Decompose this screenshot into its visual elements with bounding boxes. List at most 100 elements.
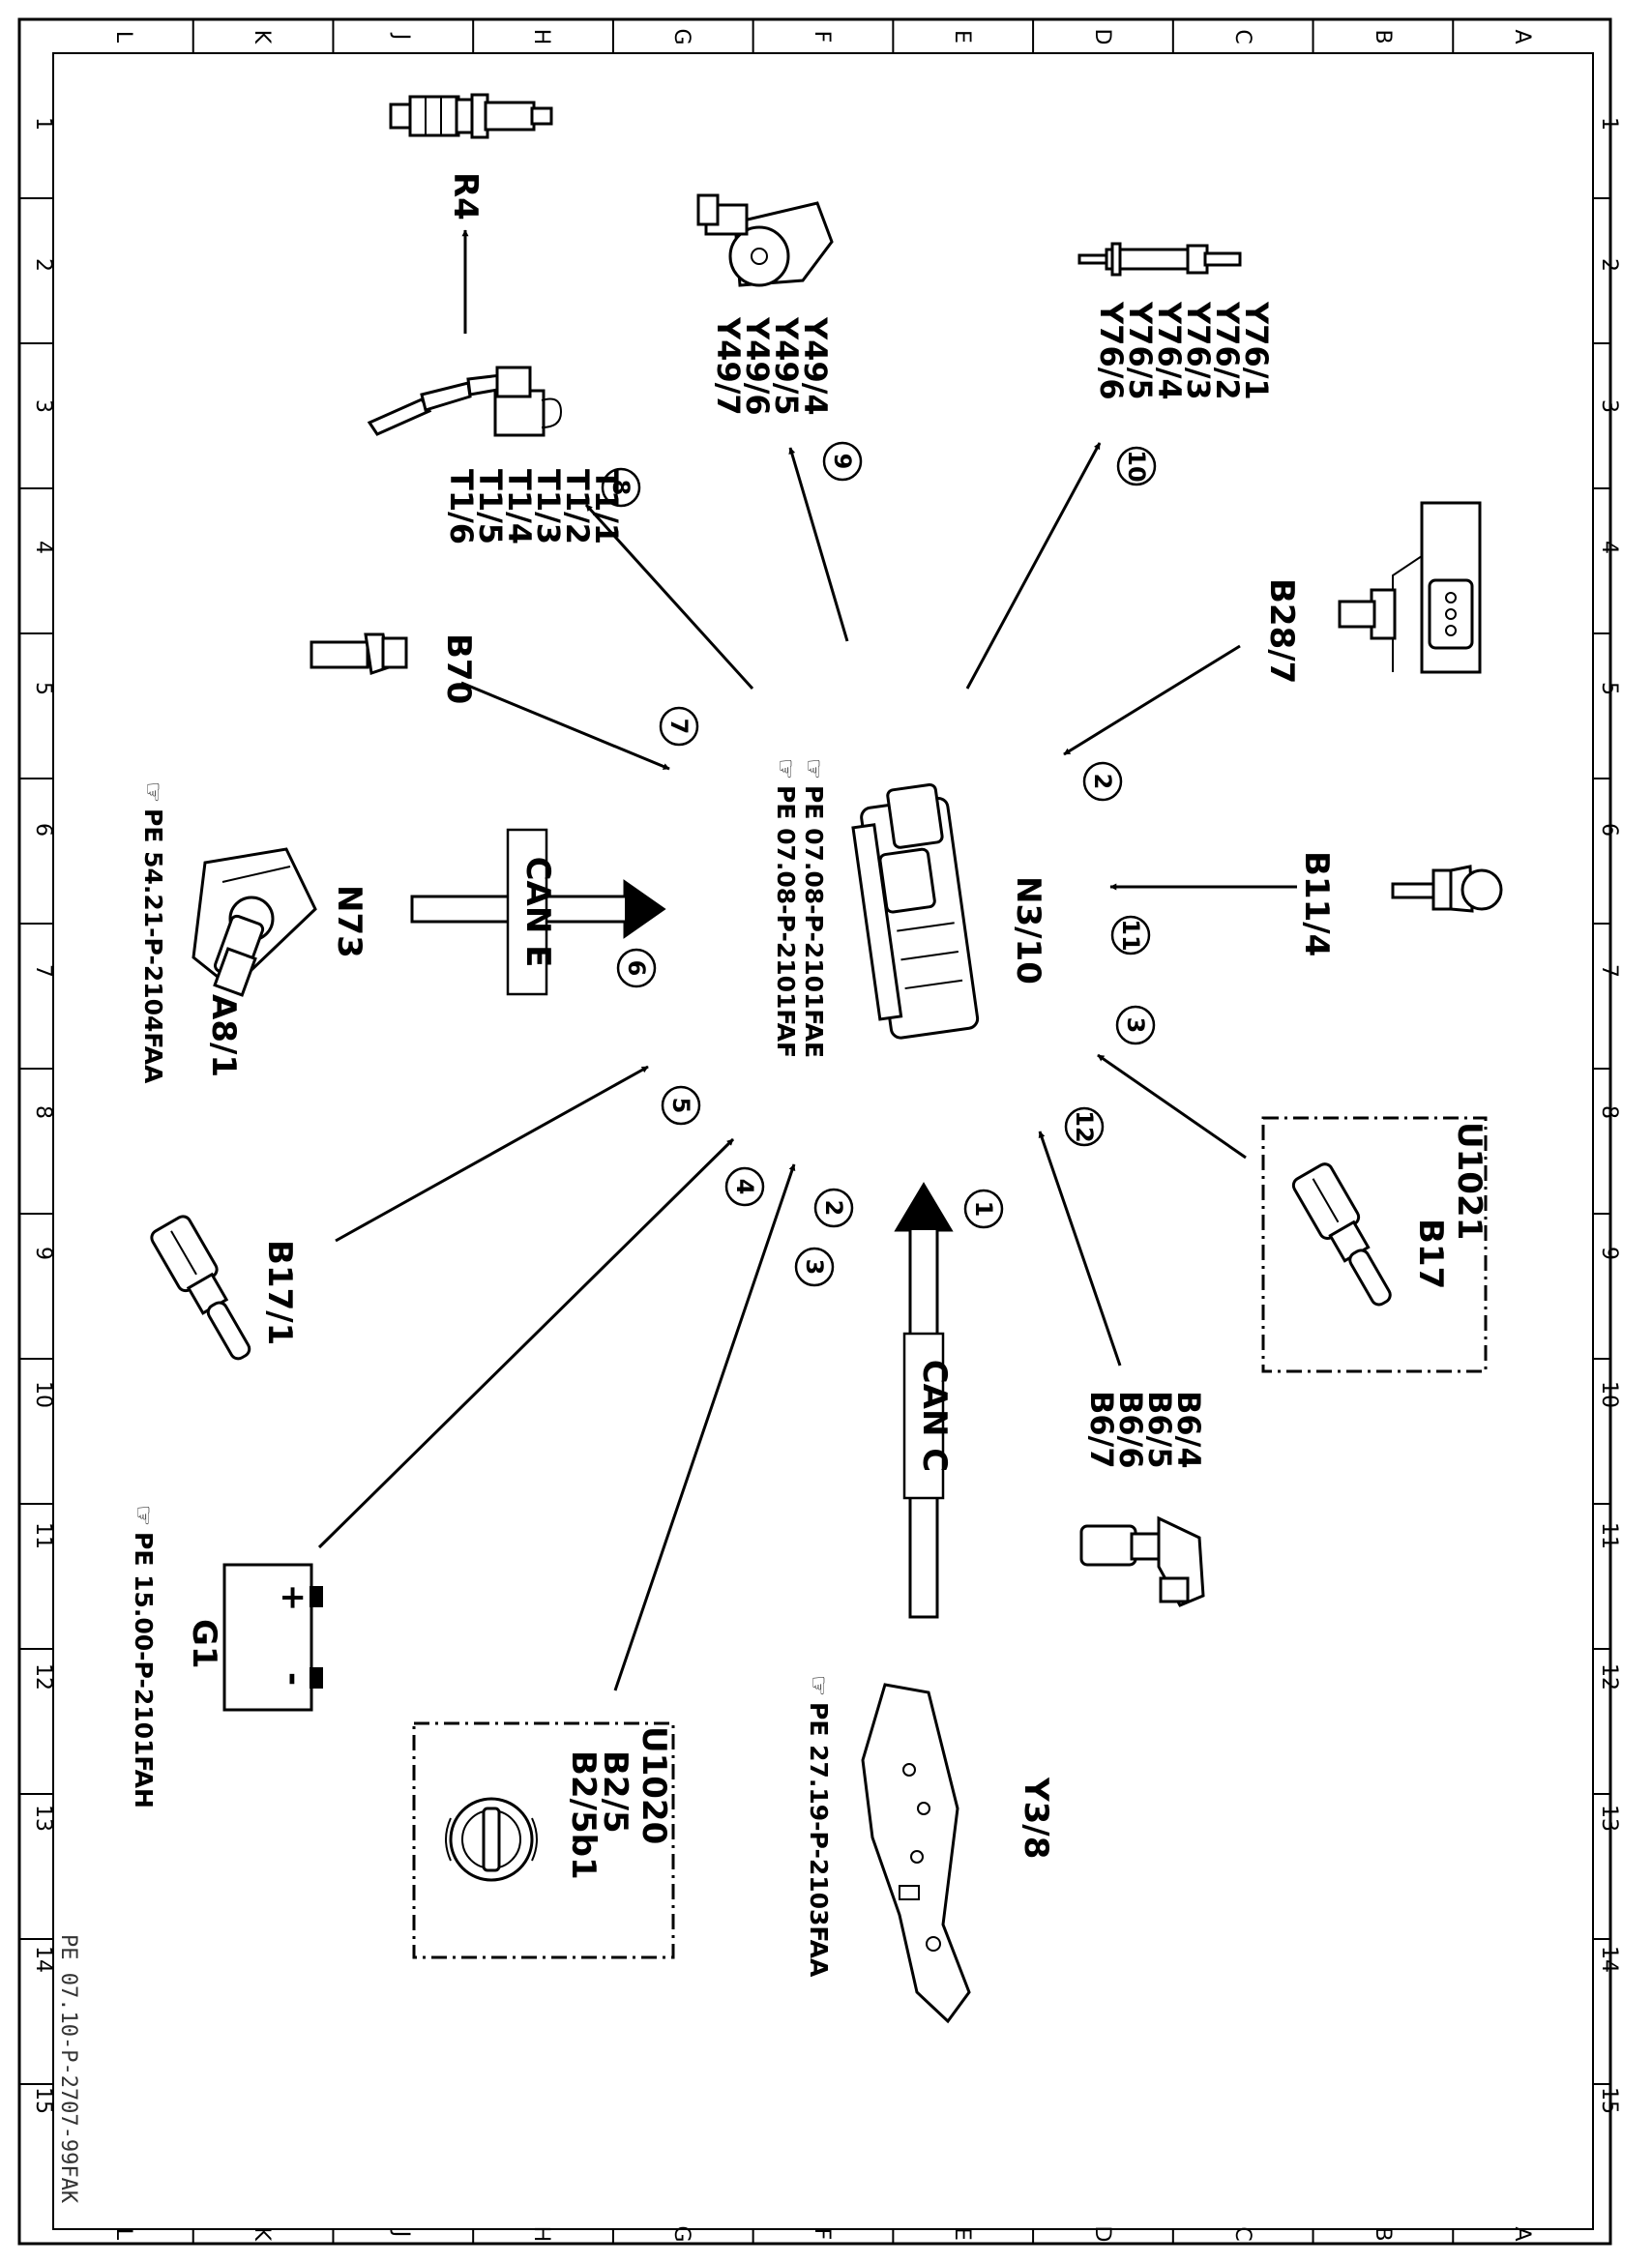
grid-letter: D [1090, 29, 1114, 45]
n73-label: N73 [330, 885, 369, 958]
arrow-b6 [1038, 1131, 1122, 1367]
y76-label-3: Y76/3 [1180, 301, 1217, 400]
grid-number: 7 [31, 964, 55, 978]
grid-letter: J [389, 2229, 413, 2238]
component-b28-7: B28/7 [1262, 501, 1482, 684]
grid-letter: B [1371, 29, 1395, 44]
svg-text:9: 9 [829, 454, 856, 470]
callout-12: 12 [1064, 1106, 1105, 1147]
u1021-label: U1021 [1450, 1122, 1489, 1240]
grid-number: 10 [1597, 1381, 1621, 1408]
y76-label-5: Y76/5 [1122, 301, 1159, 400]
drawing-frame: L K J H G F E D C B A L K J H G F E D C … [17, 17, 1621, 2246]
component-b11-4: B11/4 [1297, 851, 1503, 956]
r4-label: R4 [446, 172, 485, 220]
arrow-b17-1 [335, 1065, 649, 1243]
grid-number: 12 [31, 1663, 55, 1690]
callouts: 1 2 3 4 5 6 7 8 9 10 11 12 2 3 [601, 441, 1157, 1287]
grid-letter: E [950, 30, 974, 44]
grid-number: 3 [31, 399, 55, 413]
svg-text:2: 2 [820, 1200, 847, 1217]
y49-label-3: Y49/6 [739, 316, 776, 416]
injector-icon [1077, 242, 1242, 277]
grid-letter: J [389, 32, 413, 41]
grid-letter: H [529, 29, 553, 45]
g1-ref: ☞ PE 15.00-P-2101FAH [130, 1505, 158, 1808]
svg-text:8: 8 [607, 480, 634, 496]
grid-number: 8 [1597, 1105, 1621, 1119]
hall-sensor-icon [1079, 1515, 1205, 1607]
y76-label-4: Y76/4 [1151, 301, 1188, 400]
ignition-switch-icon [192, 847, 317, 997]
b6-label-1: B6/4 [1170, 1391, 1207, 1469]
grid-letter: H [529, 2226, 553, 2243]
grid-number: 9 [31, 1247, 55, 1260]
component-n73: N73 A8/1 ☞ PE 54.21-P-2104FAA [139, 781, 369, 1084]
grid-letter: G [669, 28, 693, 44]
arrow-g1 [317, 1137, 735, 1549]
t1-label-5: T1/5 [472, 469, 509, 544]
grid-letters-bottom: L K J H G F E D C B A [111, 2225, 1534, 2242]
callout-11: 11 [1110, 915, 1151, 955]
grid-number: 13 [31, 1805, 55, 1832]
y76-label-6: Y76/6 [1093, 301, 1130, 400]
grid-number: 4 [1597, 541, 1621, 554]
callout-3b: 3 [794, 1247, 835, 1287]
y3-ref: ☞ PE 27.19-P-2103FAA [805, 1675, 833, 1978]
callout-1: 1 [963, 1189, 1004, 1229]
ecu-drawing [851, 782, 980, 1040]
component-t1: T1/1 T1/2 T1/3 T1/4 T1/5 T1/6 [367, 366, 625, 544]
component-u1021: U1021 B17 [1261, 1116, 1489, 1373]
b17-1-label: B17/1 [260, 1240, 299, 1345]
grid-number: 11 [1597, 1522, 1621, 1549]
can-c-label: CAN C [915, 1360, 954, 1473]
grid-number: 13 [1597, 1805, 1621, 1832]
temperature-sensor-icon [1391, 865, 1503, 913]
arrow-u1021 [1097, 1053, 1247, 1160]
component-b6: B6/4 B6/5 B6/6 B6/7 [1079, 1391, 1207, 1607]
component-y49: Y49/4 Y49/5 Y49/6 Y49/7 [696, 193, 834, 416]
b6-label-2: B6/5 [1141, 1391, 1178, 1469]
callout-10: 10 [1116, 446, 1157, 486]
svg-text:12: 12 [1071, 1110, 1098, 1142]
can-c-bus: CAN C [894, 1182, 954, 1619]
svg-text:5: 5 [667, 1098, 694, 1114]
b6-label-3: B6/6 [1112, 1391, 1149, 1469]
b2-5-label: B2/5 [596, 1750, 634, 1834]
center-ref-2: ☞ PE 07.08-P-2101FAF [772, 758, 800, 1058]
g1-label: G1 [185, 1619, 223, 1669]
grid-numbers-right: 1 2 3 4 5 6 7 8 9 10 11 12 13 14 15 [1597, 117, 1621, 2114]
component-y76: Y76/1 Y76/2 Y76/3 Y76/4 Y76/5 Y76/6 [1077, 242, 1275, 400]
t1-label-6: T1/6 [443, 469, 480, 544]
spark-plug-icon [389, 93, 553, 139]
hand-icon: ☞ [800, 758, 828, 779]
y49-label-4: Y49/7 [710, 316, 747, 416]
arrow-to-y76 [965, 442, 1102, 690]
arrow-u1020 [613, 1163, 796, 1691]
arrow-to-y49 [788, 447, 849, 642]
hand-icon: ☞ [805, 1675, 833, 1696]
grid-number: 6 [31, 823, 55, 837]
crank-sensor-icon [310, 632, 408, 675]
svg-text:PE 07.08-P-2101FAE: PE 07.08-P-2101FAE [800, 785, 828, 1058]
control-unit-n3-10: N3/10 ☞ PE 07.08-P-2101FAE ☞ PE 07.08-P-… [772, 758, 1047, 1058]
intake-temp-sensor-icon [1291, 1162, 1392, 1307]
arrow-to-t1 [584, 503, 754, 691]
svg-text:11: 11 [1117, 919, 1144, 951]
hand-icon: ☞ [772, 758, 800, 779]
callout-4: 4 [724, 1166, 765, 1207]
grid-number: 1 [31, 117, 55, 131]
grid-letter: B [1371, 2226, 1395, 2241]
grid-letter: G [669, 2225, 693, 2242]
b6-label-4: B6/7 [1083, 1391, 1120, 1469]
battery-minus: - [274, 1672, 312, 1686]
grid-letter: E [950, 2227, 974, 2241]
y49-label-2: Y49/5 [768, 316, 805, 416]
grid-letter: A [1510, 2226, 1534, 2241]
center-ref-1: ☞ PE 07.08-P-2101FAE [800, 758, 828, 1058]
component-b70: B70 [310, 632, 478, 704]
grid-letter: K [250, 30, 274, 44]
callout-5: 5 [661, 1085, 701, 1126]
grid-number: 14 [31, 1946, 55, 1973]
